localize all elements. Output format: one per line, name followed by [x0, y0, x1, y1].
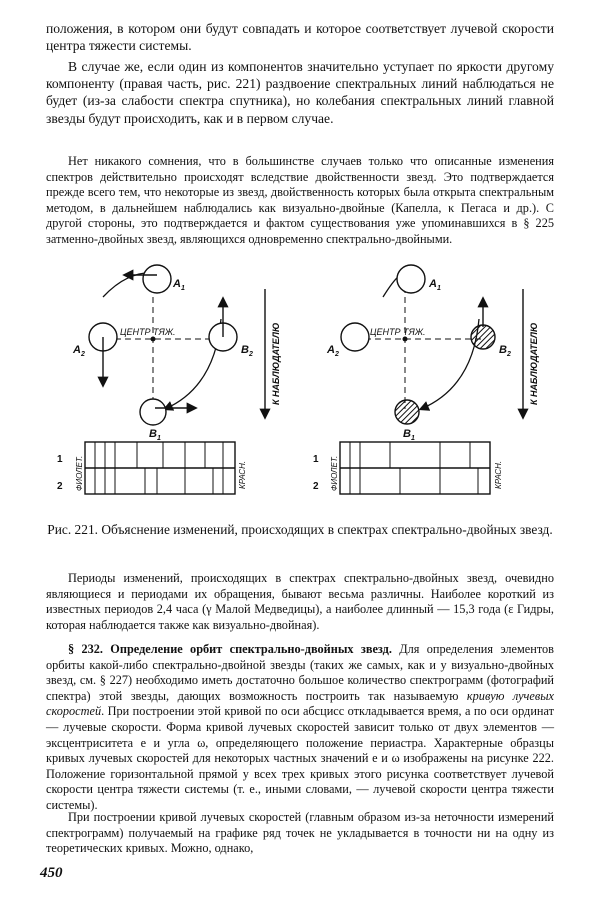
- paragraph-2: В случае же, если один из компонентов зн…: [46, 59, 554, 126]
- spectrum-right: 1 2 ФИОЛЕТ. КРАСН.: [313, 441, 503, 495]
- red-label-left: КРАСН.: [238, 461, 247, 489]
- observer-label-right: К НАБЛЮДАТЕЛЮ: [529, 323, 539, 405]
- label-a2-right: A2: [326, 344, 339, 358]
- label-b1-right: B1: [403, 428, 415, 442]
- paragraph-3: Нет никакого сомнения, что в большинстве…: [46, 154, 554, 246]
- right-diagram: ЦЕНТР ТЯЖ. A1 A2 B2 B1 К НАБЛЮДАТЕЛЮ 1 2…: [313, 264, 539, 495]
- row-2-left: 2: [57, 481, 63, 492]
- section-heading: § 232. Определение орбит спектрально-дво…: [68, 642, 392, 656]
- label-a1-left: A1: [172, 278, 185, 292]
- paragraph-4: Периоды изменений, происходящих в спектр…: [46, 571, 554, 632]
- label-a1-right: A1: [428, 278, 441, 292]
- center-label-left: ЦЕНТР ТЯЖ.: [120, 327, 176, 337]
- row-2-right: 2: [313, 481, 319, 492]
- observer-label-left: К НАБЛЮДАТЕЛЮ: [271, 323, 281, 405]
- paragraph-5: § 232. Определение орбит спектрально-дво…: [46, 642, 554, 812]
- left-diagram: ЦЕНТР ТЯЖ. A1 A2 B2 B1 К НАБЛЮДАТЕЛЮ 1 2…: [57, 264, 281, 495]
- violet-label-left: ФИОЛЕТ.: [75, 456, 84, 491]
- label-a2-left: A2: [72, 344, 85, 358]
- paragraph-1: положения, в котором они будут совпадать…: [46, 21, 554, 54]
- figure-221: ЦЕНТР ТЯЖ. A1 A2 B2 B1 К НАБЛЮДАТЕЛЮ 1 2…: [57, 264, 539, 495]
- emphasized-term: кривую лучевых скоростей: [46, 688, 554, 719]
- row-1-left: 1: [57, 454, 63, 465]
- figure-caption: Рис. 221. Объяснение изменений, происход…: [47, 522, 553, 537]
- label-b2-right: B2: [499, 344, 511, 358]
- spectrum-left: 1 2 ФИОЛЕТ. КРАСН.: [57, 441, 247, 495]
- red-label-right: КРАСН.: [494, 461, 503, 489]
- label-b1-left: B1: [149, 428, 161, 442]
- center-label-right: ЦЕНТР ТЯЖ.: [370, 327, 426, 337]
- paragraph-6: При построении кривой лучевых скоростей …: [46, 810, 554, 856]
- violet-label-right: ФИОЛЕТ.: [330, 456, 339, 491]
- row-1-right: 1: [313, 454, 319, 465]
- page-number: 450: [40, 865, 63, 881]
- label-b2-left: B2: [241, 344, 253, 358]
